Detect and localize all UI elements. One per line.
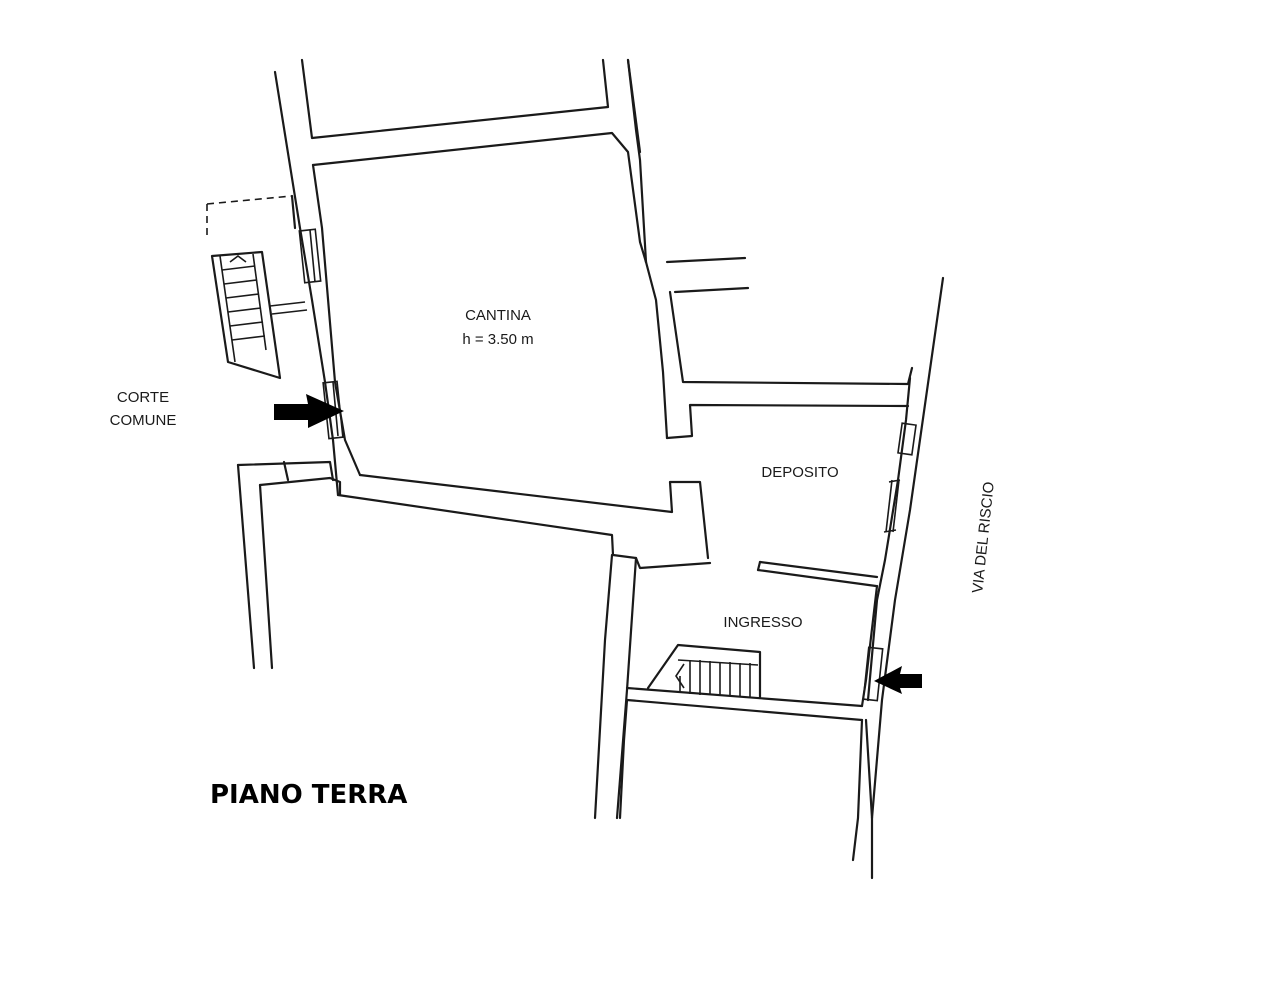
- external-staircase: [206, 194, 308, 380]
- corte-label-line2: COMUNE: [110, 412, 177, 429]
- floor-title: PIANO TERRA: [210, 780, 407, 810]
- entrance-arrow-corte: [274, 394, 344, 428]
- street-label: VIA DEL RISCIO: [969, 481, 998, 594]
- entrance-arrow-street: [874, 666, 922, 694]
- ingresso-label: INGRESSO: [723, 614, 802, 631]
- cantina-label: CANTINA: [465, 307, 531, 324]
- corte-label-line1: CORTE: [117, 389, 169, 406]
- walls: [236, 58, 945, 880]
- interior-staircase: [646, 643, 762, 700]
- cantina-height-label: h = 3.50 m: [462, 331, 533, 348]
- deposito-label: DEPOSITO: [761, 464, 838, 481]
